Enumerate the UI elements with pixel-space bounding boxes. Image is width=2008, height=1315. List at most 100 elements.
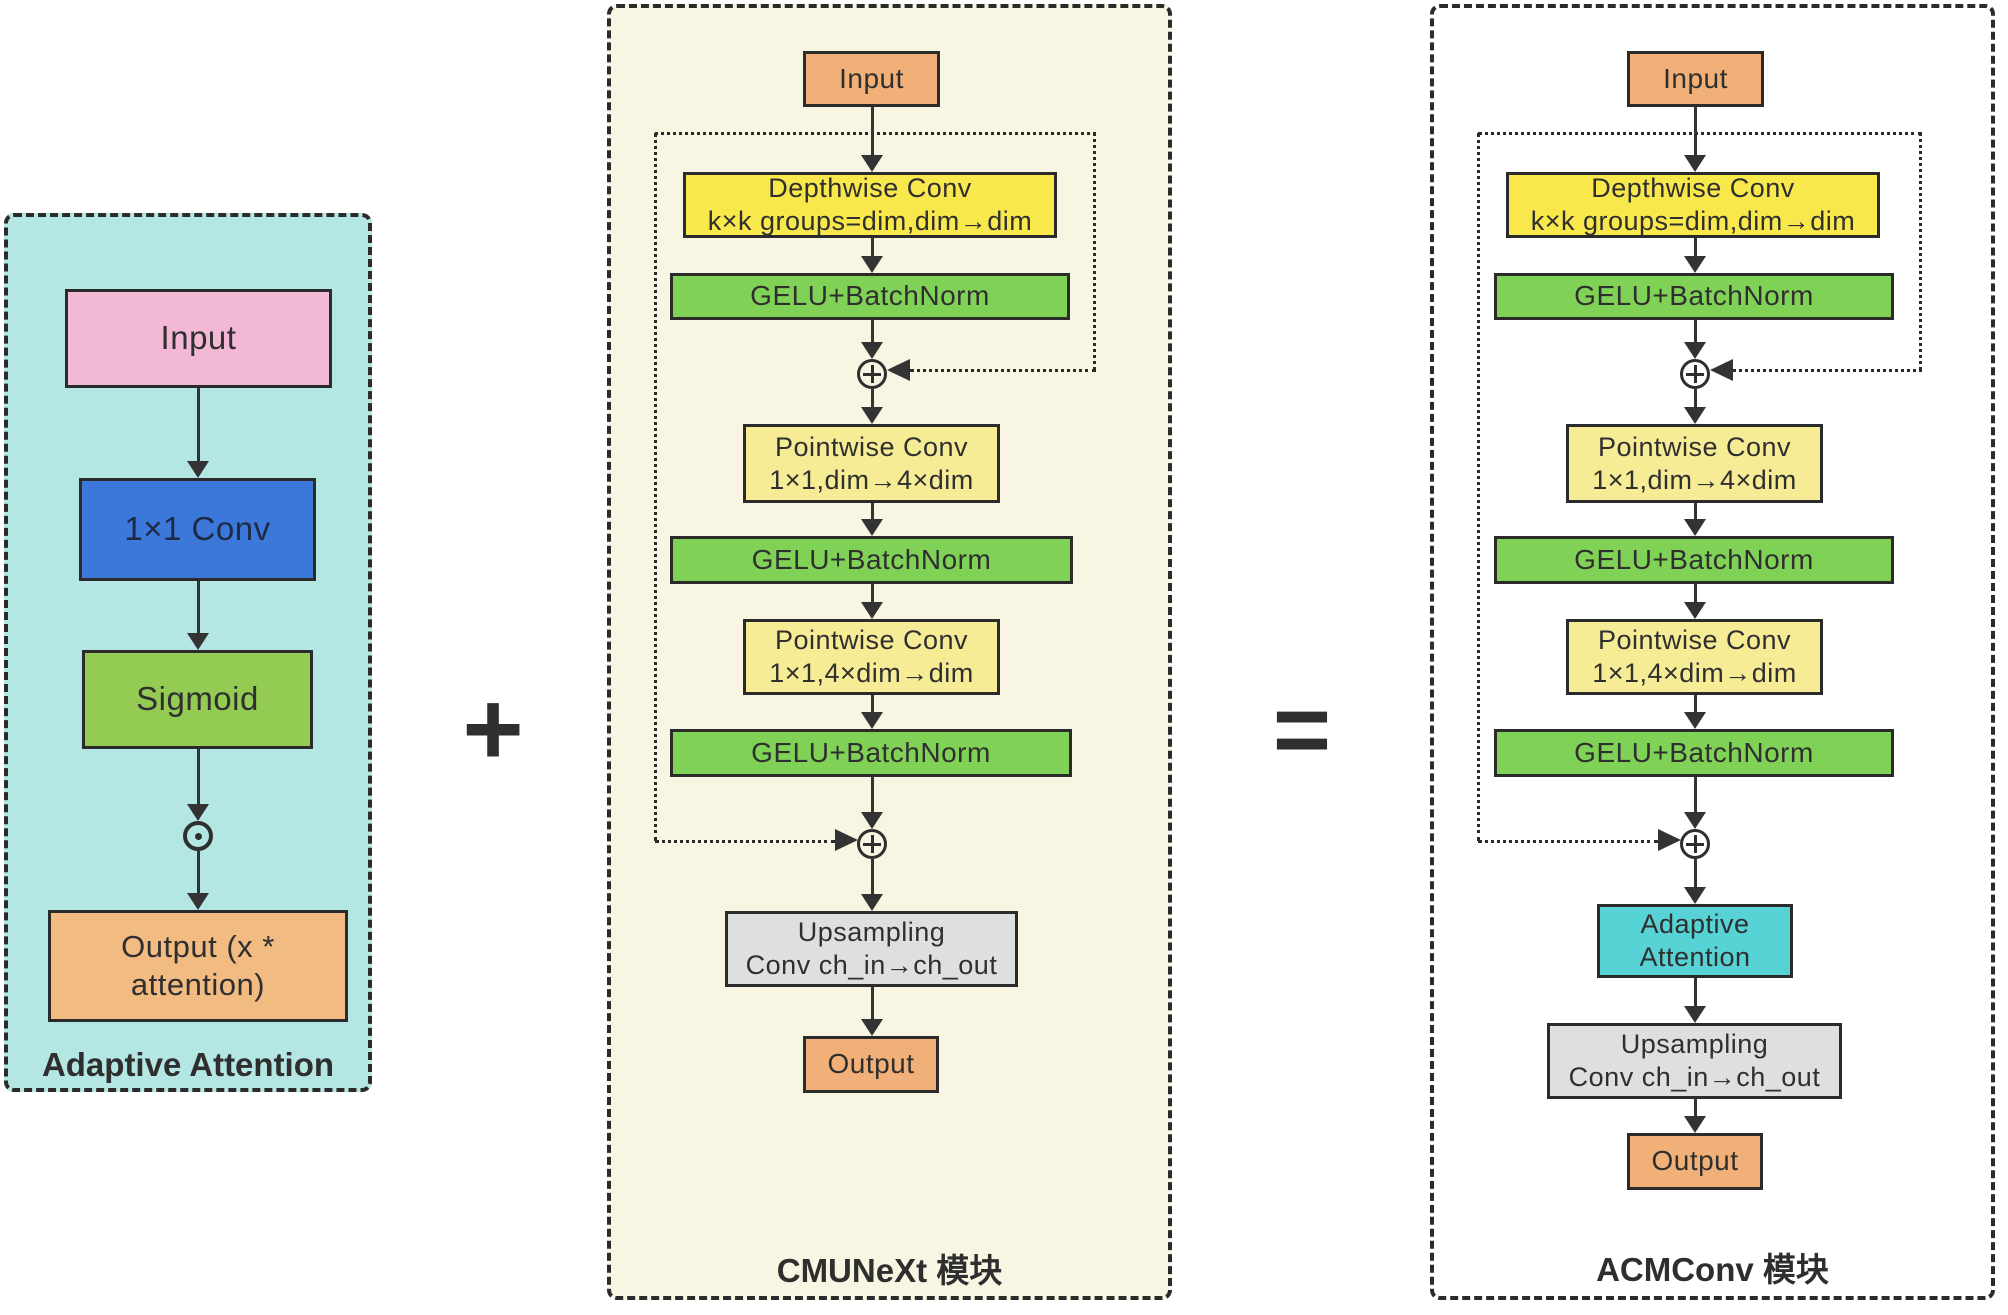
arrow-down-icon <box>1683 859 1707 904</box>
gelu-label: GELU+BatchNorm <box>1574 736 1814 768</box>
arrow-down-icon <box>1683 389 1707 424</box>
depthwise-label-line1: Depthwise Conv <box>1591 173 1795 204</box>
residual-dotted-line <box>1919 133 1922 370</box>
acmconv-panel-title: ACMConv 模块 <box>1596 1251 1829 1288</box>
adaptive-output-label: Output (x * attention) <box>121 929 275 1002</box>
elementwise-add-icon <box>1680 829 1710 859</box>
arrowhead-icon <box>1710 359 1733 381</box>
arrow-down-icon <box>1683 695 1707 729</box>
cmunext-panel-title: CMUNeXt 模块 <box>776 1252 1003 1289</box>
gelu-label: GELU+BatchNorm <box>751 736 991 768</box>
adaptive-attention-label-line1: Adaptive <box>1640 909 1750 940</box>
residual-dotted-line <box>1733 368 1922 372</box>
acmconv-gelu3-box: GELU+BatchNorm <box>1494 729 1894 777</box>
acmconv-upsampling-box: Upsampling Conv ch_in→ch_out <box>1547 1023 1842 1099</box>
residual-dotted-line <box>1093 133 1096 370</box>
pointwise2-label-line2: 1×1,4×dim→dim <box>769 658 974 688</box>
arrow-down-icon <box>1683 320 1707 359</box>
equals-operator: = <box>1272 674 1332 786</box>
pointwise1-label-line1: Pointwise Conv <box>774 431 969 462</box>
arrow-down-icon <box>186 749 210 821</box>
elementwise-add-icon <box>857 359 887 389</box>
acmconv-adaptive-attention-box: Adaptive Attention <box>1597 904 1793 978</box>
arrowhead-icon <box>1658 829 1681 851</box>
pointwise2-label-line2: 1×1,4×dim→dim <box>1592 658 1797 688</box>
sigmoid-label: Sigmoid <box>136 680 259 718</box>
adaptive-input-box: Input <box>65 289 332 388</box>
arrow-down-icon <box>860 107 884 172</box>
arrowhead-icon <box>887 359 910 381</box>
skip-dotted-line <box>1478 839 1658 843</box>
acmconv-input-box: Input <box>1627 51 1764 107</box>
arrow-down-icon <box>1683 584 1707 619</box>
cmunext-gelu1-box: GELU+BatchNorm <box>670 273 1070 320</box>
residual-dotted-line <box>910 368 1096 372</box>
arrow-down-icon <box>860 584 884 619</box>
cmunext-output-box: Output <box>803 1036 939 1093</box>
skip-dotted-line <box>1476 133 1480 841</box>
upsampling-label-line1: Upsampling <box>797 917 946 948</box>
sigmoid-box: Sigmoid <box>82 650 313 749</box>
adaptive-input-label: Input <box>160 319 237 357</box>
gelu-label: GELU+BatchNorm <box>751 543 992 575</box>
gelu-label: GELU+BatchNorm <box>1574 280 1814 312</box>
conv-1x1-box: 1×1 Conv <box>79 478 316 581</box>
pointwise1-label-line2: 1×1,dim→4×dim <box>769 464 974 495</box>
arrow-down-icon <box>186 388 210 478</box>
elementwise-add-icon <box>1680 359 1710 389</box>
arrow-down-icon <box>860 238 884 273</box>
cmunext-input-label: Input <box>839 62 904 94</box>
cmunext-gelu3-box: GELU+BatchNorm <box>670 729 1072 777</box>
acmconv-pointwise1-box: Pointwise Conv 1×1,dim→4×dim <box>1566 424 1823 503</box>
pointwise2-label-line1: Pointwise Conv <box>774 625 969 656</box>
arrow-down-icon <box>186 581 210 650</box>
acmconv-output-box: Output <box>1627 1133 1763 1190</box>
arrow-down-icon <box>1683 107 1707 172</box>
adaptive-output-box: Output (x * attention) <box>48 910 348 1022</box>
depthwise-label-line1: Depthwise Conv <box>768 173 972 204</box>
acmconv-input-label: Input <box>1663 62 1728 94</box>
adaptive-attention-panel-title: Adaptive Attention <box>41 1046 335 1083</box>
plus-operator: + <box>462 671 524 788</box>
depthwise-label-line2: k×k groups=dim,dim→dim <box>1530 206 1856 236</box>
arrow-down-icon <box>860 389 884 424</box>
residual-dotted-line <box>655 131 1096 135</box>
skip-dotted-line <box>655 839 835 843</box>
arrow-down-icon <box>860 503 884 536</box>
cmunext-gelu2-box: GELU+BatchNorm <box>670 536 1073 584</box>
upsampling-label-line1: Upsampling <box>1620 1029 1769 1060</box>
cmunext-upsampling-box: Upsampling Conv ch_in→ch_out <box>725 911 1018 987</box>
cmunext-depthwise-box: Depthwise Conv k×k groups=dim,dim→dim <box>683 172 1057 238</box>
acmconv-gelu2-box: GELU+BatchNorm <box>1494 536 1894 584</box>
conv-1x1-label: 1×1 Conv <box>124 510 271 548</box>
arrowhead-icon <box>835 829 858 851</box>
arrow-down-icon <box>1683 238 1707 273</box>
arrow-down-icon <box>860 320 884 359</box>
acmconv-pointwise2-box: Pointwise Conv 1×1,4×dim→dim <box>1566 619 1823 695</box>
pointwise1-label-line2: 1×1,dim→4×dim <box>1592 464 1797 495</box>
arrow-down-icon <box>860 777 884 829</box>
arrow-down-icon <box>1683 777 1707 829</box>
acmconv-depthwise-box: Depthwise Conv k×k groups=dim,dim→dim <box>1506 172 1880 238</box>
elementwise-multiply-icon <box>183 821 213 851</box>
arrow-down-icon <box>1683 1099 1707 1133</box>
acmconv-output-label: Output <box>1651 1145 1739 1177</box>
cmunext-pointwise1-box: Pointwise Conv 1×1,dim→4×dim <box>743 424 1000 503</box>
arrow-down-icon <box>1683 978 1707 1023</box>
depthwise-label-line2: k×k groups=dim,dim→dim <box>707 206 1033 236</box>
cmunext-input-box: Input <box>803 51 940 107</box>
arrow-down-icon <box>186 851 210 910</box>
cmunext-pointwise2-box: Pointwise Conv 1×1,4×dim→dim <box>743 619 1000 695</box>
acmconv-gelu1-box: GELU+BatchNorm <box>1494 273 1894 320</box>
arrow-down-icon <box>860 859 884 911</box>
pointwise1-label-line1: Pointwise Conv <box>1597 431 1792 462</box>
upsampling-label-line2: Conv ch_in→ch_out <box>745 950 998 980</box>
arrow-down-icon <box>860 695 884 729</box>
gelu-label: GELU+BatchNorm <box>1574 543 1814 575</box>
elementwise-add-icon <box>857 829 887 859</box>
gelu-label: GELU+BatchNorm <box>750 280 990 312</box>
residual-dotted-line <box>1478 131 1922 135</box>
upsampling-label-line2: Conv ch_in→ch_out <box>1568 1062 1821 1092</box>
pointwise2-label-line1: Pointwise Conv <box>1597 625 1792 656</box>
